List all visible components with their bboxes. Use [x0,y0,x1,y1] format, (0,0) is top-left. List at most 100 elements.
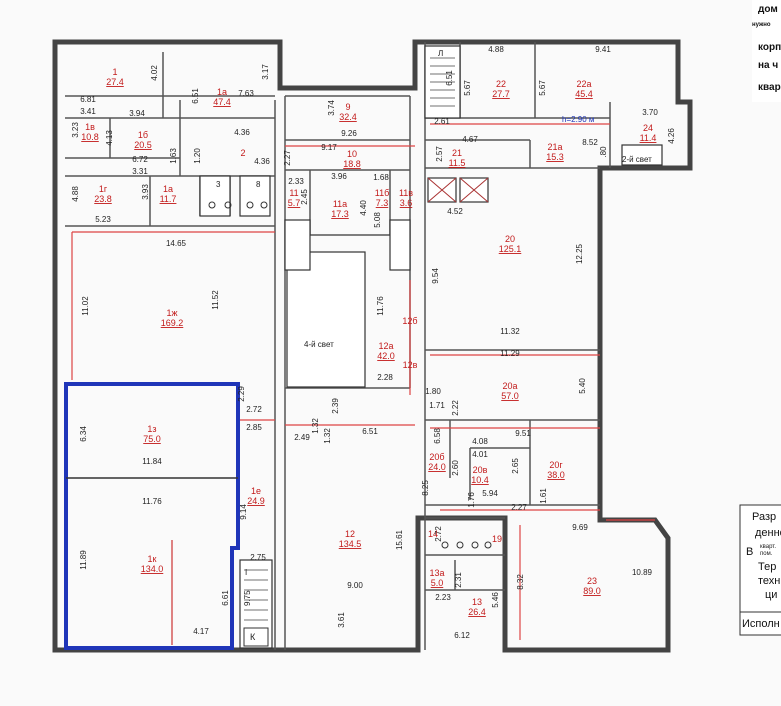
highlighted-premises-outline [64,382,240,650]
dimension-label: 6.51 [362,427,378,436]
dimension-label: 4.01 [472,450,488,459]
wc-fixtures [199,175,492,549]
room-number: 1а [163,184,173,194]
elevator-shafts [427,177,489,203]
room-number: 12б [402,316,417,326]
dimension-label: 7.63 [238,89,254,98]
room-area: 47.4 [213,97,231,107]
dimension-label: 4.52 [447,207,463,216]
dimension-label: 11.02 [81,296,90,316]
dimension-label: 9.69 [572,523,588,532]
room-number: 12 [345,529,355,539]
room-number: 1г [99,184,108,194]
room-area: 125.1 [499,244,522,254]
dimension-label: 2.22 [451,400,460,416]
dimension-label: 9.51 [515,429,531,438]
dimension-label: 3.94 [129,109,145,118]
dimension-label: 8.32 [516,574,525,590]
room-area: 15.3 [546,152,564,162]
side-note-4: на ч [758,60,778,71]
dimension-label: 1.61 [539,488,548,504]
dimension-label: 2.85 [246,423,262,432]
dimension-label: 1.76 [467,492,476,508]
room-number: 21а [547,142,562,152]
room-number: 19 [492,534,502,544]
room-label-r9: 932.4 [339,102,357,122]
room-number: 13 [472,597,482,607]
dimension-label: 11.32 [500,327,520,336]
legend-line-7: техн [758,575,780,587]
room-area: 24.0 [428,462,446,472]
dimension-label: 1.80 [425,387,441,396]
room-area: 10.4 [471,475,489,485]
room-area: 27.7 [492,89,510,99]
red-guidelines [71,123,655,640]
room-number: 20в [473,465,488,475]
dimension-label: 3.70 [642,108,658,117]
room-label-r1: 127.4 [106,67,124,87]
legend-line-5: В [746,546,753,558]
side-note-3: корп [758,42,781,53]
dimension-label: 4.67 [462,135,478,144]
dimension-label: 5.23 [95,215,111,224]
side-note-1: дом [758,4,778,15]
room-area: 169.2 [161,318,184,328]
room-area: 11.7 [160,194,177,204]
room-number: 21 [452,148,462,158]
dimension-label: 2.33 [288,177,304,186]
light-well-4 [286,251,366,388]
dimension-label: 2.39 [331,398,340,414]
dimension-label: 2.27 [283,150,292,166]
room-area: 134.0 [141,564,164,574]
dimension-label: 11.76 [142,497,162,506]
room-number: 1з [147,424,156,434]
stair-dim-label: 9.75 [243,590,252,606]
dimension-label: 6.51 [191,88,200,104]
room-number: 11а [333,199,347,209]
stairwells [239,45,461,649]
dimension-label: 6.12 [454,631,470,640]
dimension-label: 2.65 [511,458,520,474]
room-area: 17.3 [331,209,349,219]
dimension-label: 5.67 [463,80,472,96]
room-area: 5.7 [288,198,301,208]
dimension-label: 8.52 [582,138,598,147]
dimension-label: 5.67 [538,80,547,96]
room-number: 1 [112,67,117,77]
room-area: 11.4 [640,133,657,143]
dimension-label: 9.26 [341,129,357,138]
legend-box: Разр денно кварт. пом. В Тер техн ци Исп… [739,504,781,636]
room-area: 134.5 [339,539,362,549]
room-area: 57.0 [501,391,519,401]
room-area: 24.9 [247,496,265,506]
room-area: 26.4 [468,607,486,617]
side-notes: дом нужно корп на ч квар [752,0,781,102]
room-area: 27.4 [106,77,124,87]
dimension-label: 2.23 [435,593,451,602]
dimension-label: 9.17 [321,143,337,152]
room-number: 23 [587,576,597,586]
room-number: 20г [549,460,563,470]
room-label-r14: 14 [428,529,438,539]
room-area: 23.8 [94,194,112,204]
dimension-label: 2.72 [246,405,262,414]
dimension-label: 1.20 [193,148,202,164]
room-label-r12v: 12в [403,360,418,370]
dimension-label: 5.94 [482,489,498,498]
